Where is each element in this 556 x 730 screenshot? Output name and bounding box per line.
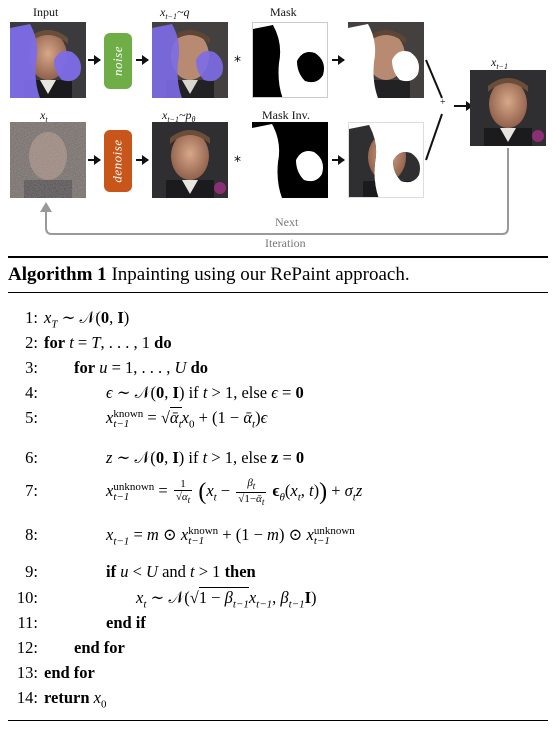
algorithm-title: Inpainting using our RePaint approach. [111, 264, 410, 285]
alg-line-6: 6: z ∼ 𝒩(0, I) if t > 1, else z = 0 [25, 448, 305, 467]
known-region-image [348, 22, 424, 98]
times-sign-row2: * [234, 154, 241, 170]
noise-box: noise [104, 33, 132, 89]
arrow-mask-to-known [332, 55, 345, 65]
alg-line-11: 11: end if [17, 613, 146, 632]
input-masked-image [10, 22, 86, 98]
unknown-region-image [348, 122, 424, 198]
arrow-input-to-noise [88, 55, 101, 65]
alg-line-10: 10: xt ∼ 𝒩(√1 − βt−1xt−1, βt−1I) [16, 587, 317, 611]
times-sign-row1: * [234, 54, 241, 70]
merge-arrows [425, 59, 473, 161]
algorithm-number: Algorithm 1 [8, 264, 107, 285]
plus-sign: + [440, 97, 446, 108]
alg-line-1: 1: xT ∼ 𝒩(0, I) [25, 308, 130, 331]
x-t-noisy-image [10, 122, 86, 198]
alg-line-9: 9: if u < U and t > 1 then [25, 562, 256, 581]
arrow-noise-to-noised [136, 55, 149, 65]
mask-image [252, 22, 328, 98]
mask-inverse-image [252, 122, 328, 198]
label-mask: Mask [270, 5, 297, 19]
algorithm-bottom-rule [8, 720, 548, 721]
label-x-t-minus-1-q: xt−1~q [160, 5, 190, 21]
label-input: Input [33, 5, 59, 19]
alg-line-4: 4: ϵ ∼ 𝒩(0, I) if t > 1, else ϵ = 0 [25, 383, 304, 402]
denoise-box: denoise [104, 130, 132, 192]
arrow-maskinv-to-unknown [332, 155, 345, 165]
alg-line-2: 2: for t = T, . . . , 1 do [25, 333, 172, 352]
output-image [470, 70, 546, 146]
label-mask-inv: Mask Inv. [262, 108, 310, 122]
label-next: Next [275, 215, 299, 229]
alg-line-3: 3: for u = 1, . . . , U do [25, 358, 208, 377]
arrow-denoise-to-denoised [136, 155, 149, 165]
label-x-t-minus-1-p: xt−1~pθ [162, 108, 196, 124]
alg-line-14: 14: return x0 [16, 688, 107, 711]
denoised-image [152, 122, 228, 198]
noised-masked-image [152, 22, 228, 98]
arrow-xt-to-denoise [88, 155, 101, 165]
repaint-figure: Input xt−1~q Mask xt xt−1~pθ Mask Inv. x… [0, 0, 556, 252]
iteration-loop [40, 148, 509, 235]
label-iteration: Iteration [265, 236, 306, 250]
alg-line-13: 13: end for [16, 663, 95, 682]
label-x-t-minus-1-out: xt−1 [491, 55, 508, 71]
algorithm-header: Algorithm 1 Inpainting using our RePaint… [8, 256, 548, 293]
label-x-t: xt [40, 108, 48, 124]
alg-line-12: 12: end for [16, 638, 125, 657]
